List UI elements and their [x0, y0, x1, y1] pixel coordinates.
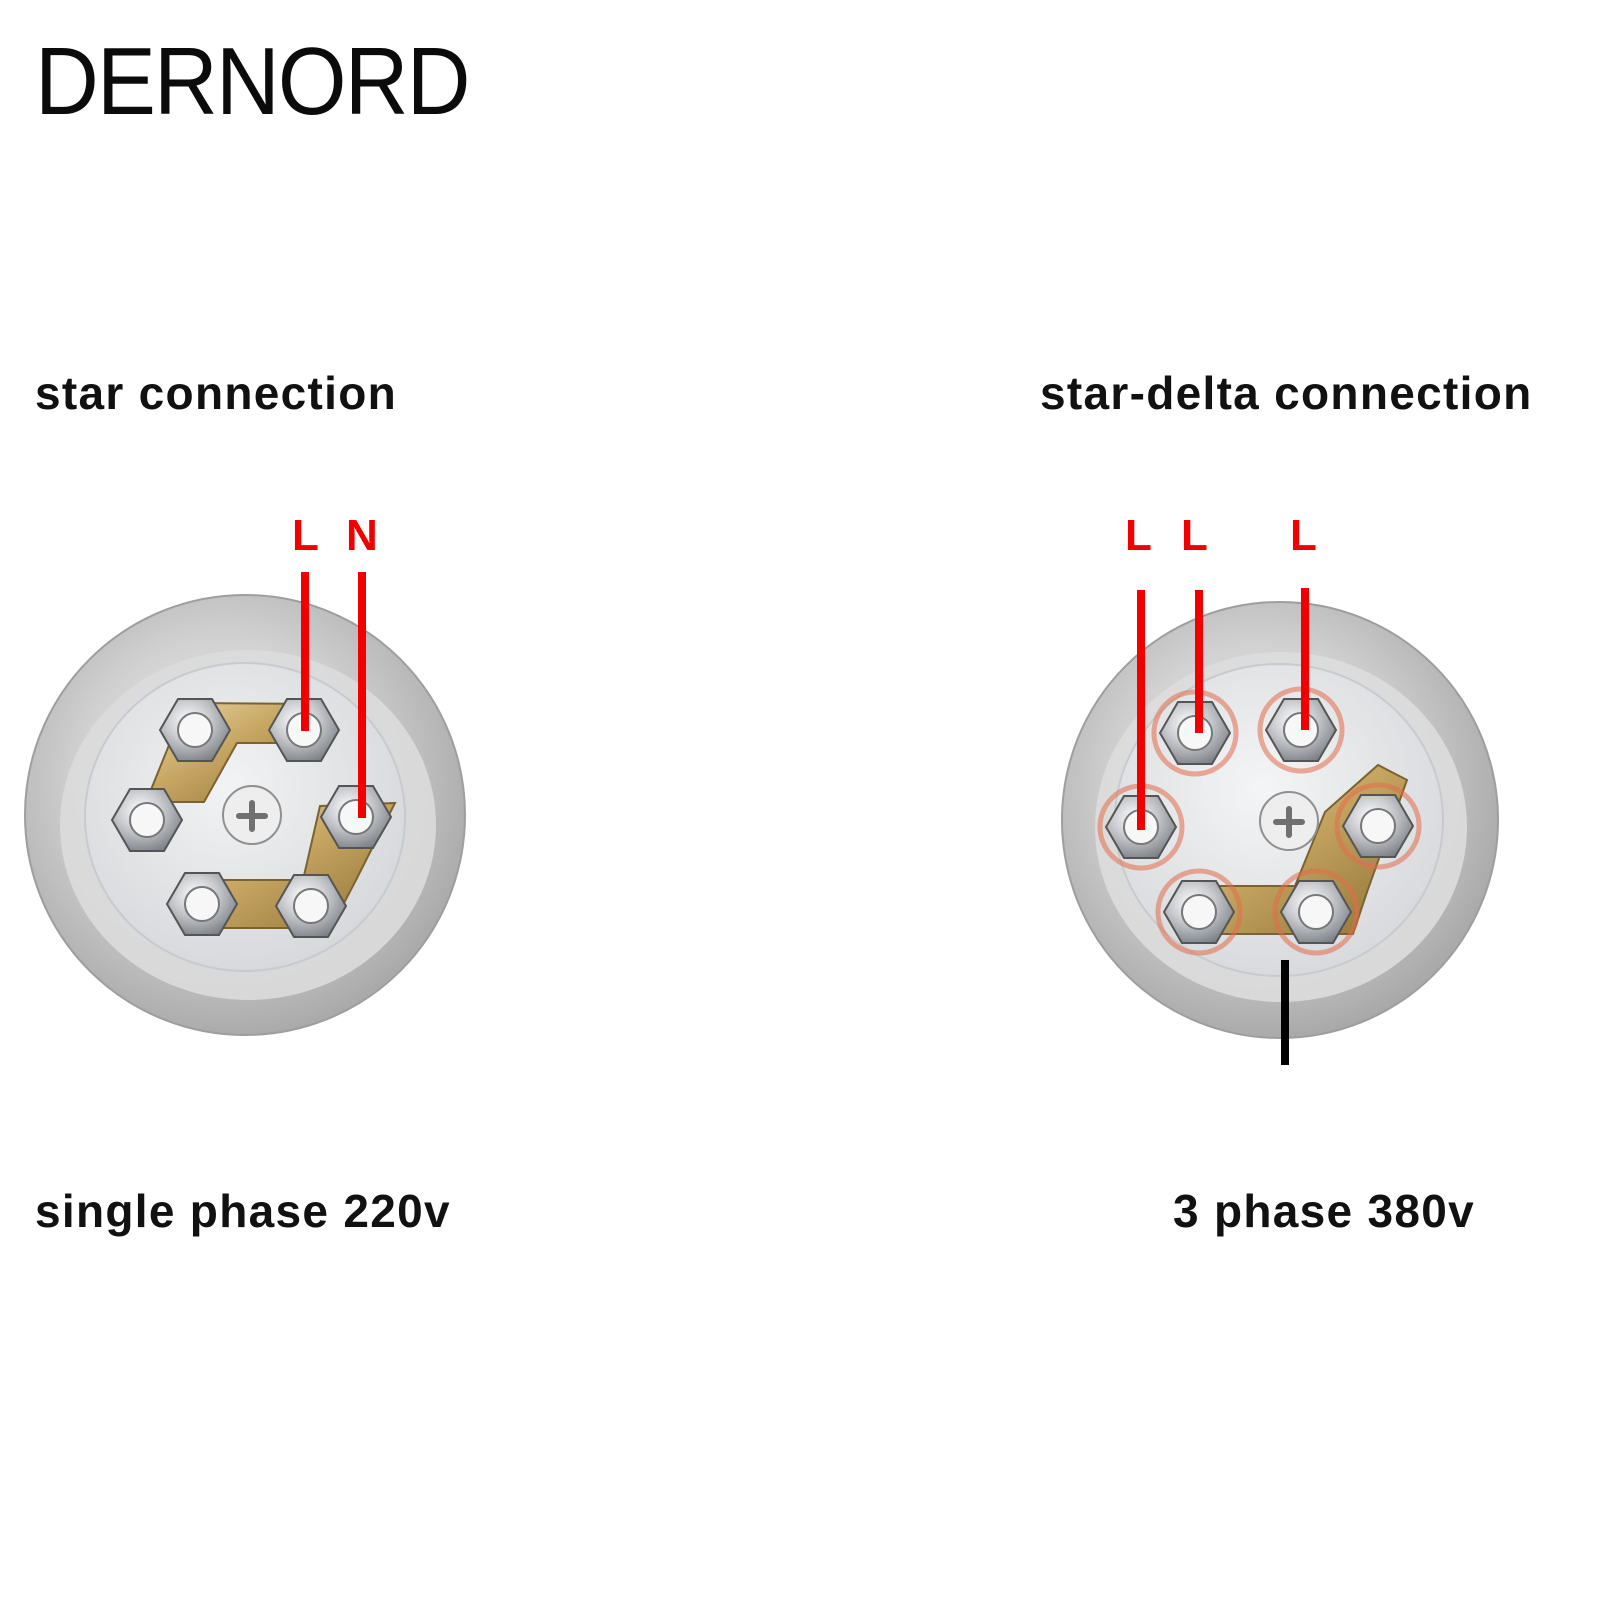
- terminal-nut: [158, 698, 232, 762]
- terminal-label-l3: L: [1290, 511, 1317, 560]
- center-screw: [1259, 791, 1319, 851]
- three-phase-voltage-label: 3 phase 380v: [1173, 1185, 1476, 1237]
- star-delta-connection-diagram: L L L: [1061, 511, 1499, 1065]
- terminal-nut: [1155, 868, 1243, 956]
- single-phase-voltage-label: single phase 220v: [35, 1185, 451, 1237]
- star-delta-connection-title: star-delta connection: [1040, 367, 1533, 419]
- terminal-label-n: N: [346, 511, 378, 560]
- star-connection-title: star connection: [35, 367, 398, 419]
- star-connection-diagram: L N: [24, 511, 466, 1036]
- terminal-nut: [110, 788, 184, 852]
- brand-logo: DERNORD: [35, 28, 470, 135]
- terminal-label-l1: L: [1125, 511, 1152, 560]
- terminal-label-l: L: [292, 511, 319, 560]
- terminal-nut: [1272, 868, 1360, 956]
- center-screw: [222, 785, 282, 845]
- terminal-nut: [319, 785, 393, 849]
- terminal-nut: [274, 874, 348, 938]
- terminal-nut: [1334, 782, 1422, 870]
- terminal-nut: [165, 872, 239, 936]
- terminal-label-l2: L: [1181, 511, 1208, 560]
